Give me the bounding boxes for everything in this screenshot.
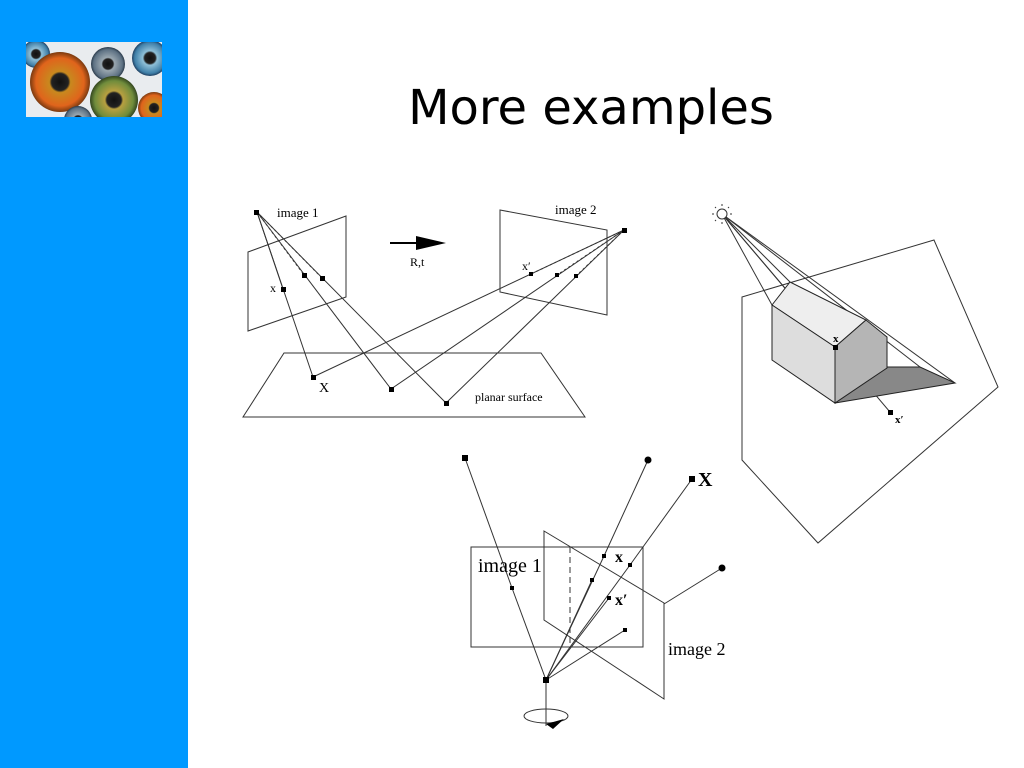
diagram-plane-homography bbox=[242, 209, 625, 418]
box-and-shadow bbox=[771, 281, 957, 404]
label-rot-world-point: X bbox=[698, 469, 713, 491]
planar-surface bbox=[242, 352, 586, 418]
motion-arrow-icon bbox=[390, 236, 446, 250]
label-rot-image2: image 2 bbox=[668, 639, 725, 659]
label-x-prime: x′ bbox=[522, 259, 531, 273]
label-rot-x: x bbox=[615, 549, 623, 566]
label-rot-image1: image 1 bbox=[478, 555, 542, 577]
label-motion: R,t bbox=[410, 255, 425, 269]
sun-icon bbox=[712, 204, 732, 224]
label-planar-surface: planar surface bbox=[475, 390, 543, 404]
label-x: x bbox=[270, 281, 276, 295]
image1-plane-rot bbox=[470, 546, 644, 648]
image2-plane bbox=[499, 209, 608, 316]
ground-plane bbox=[741, 239, 999, 544]
slide-title: More examples bbox=[408, 80, 774, 136]
diagram-rotation bbox=[464, 457, 723, 726]
image2-plane-rot bbox=[543, 530, 665, 700]
label-image2: image 2 bbox=[555, 202, 597, 217]
label-image1: image 1 bbox=[277, 205, 319, 220]
label-shadow-x: x bbox=[833, 333, 839, 345]
image1-plane bbox=[247, 215, 347, 332]
label-rot-x-prime: x′ bbox=[615, 592, 628, 609]
label-world-point: X bbox=[319, 381, 329, 396]
sidebar bbox=[0, 0, 188, 768]
label-shadow-x-prime: x′ bbox=[895, 414, 904, 426]
eye-iris-logo bbox=[26, 42, 162, 117]
point-markers bbox=[254, 210, 893, 729]
